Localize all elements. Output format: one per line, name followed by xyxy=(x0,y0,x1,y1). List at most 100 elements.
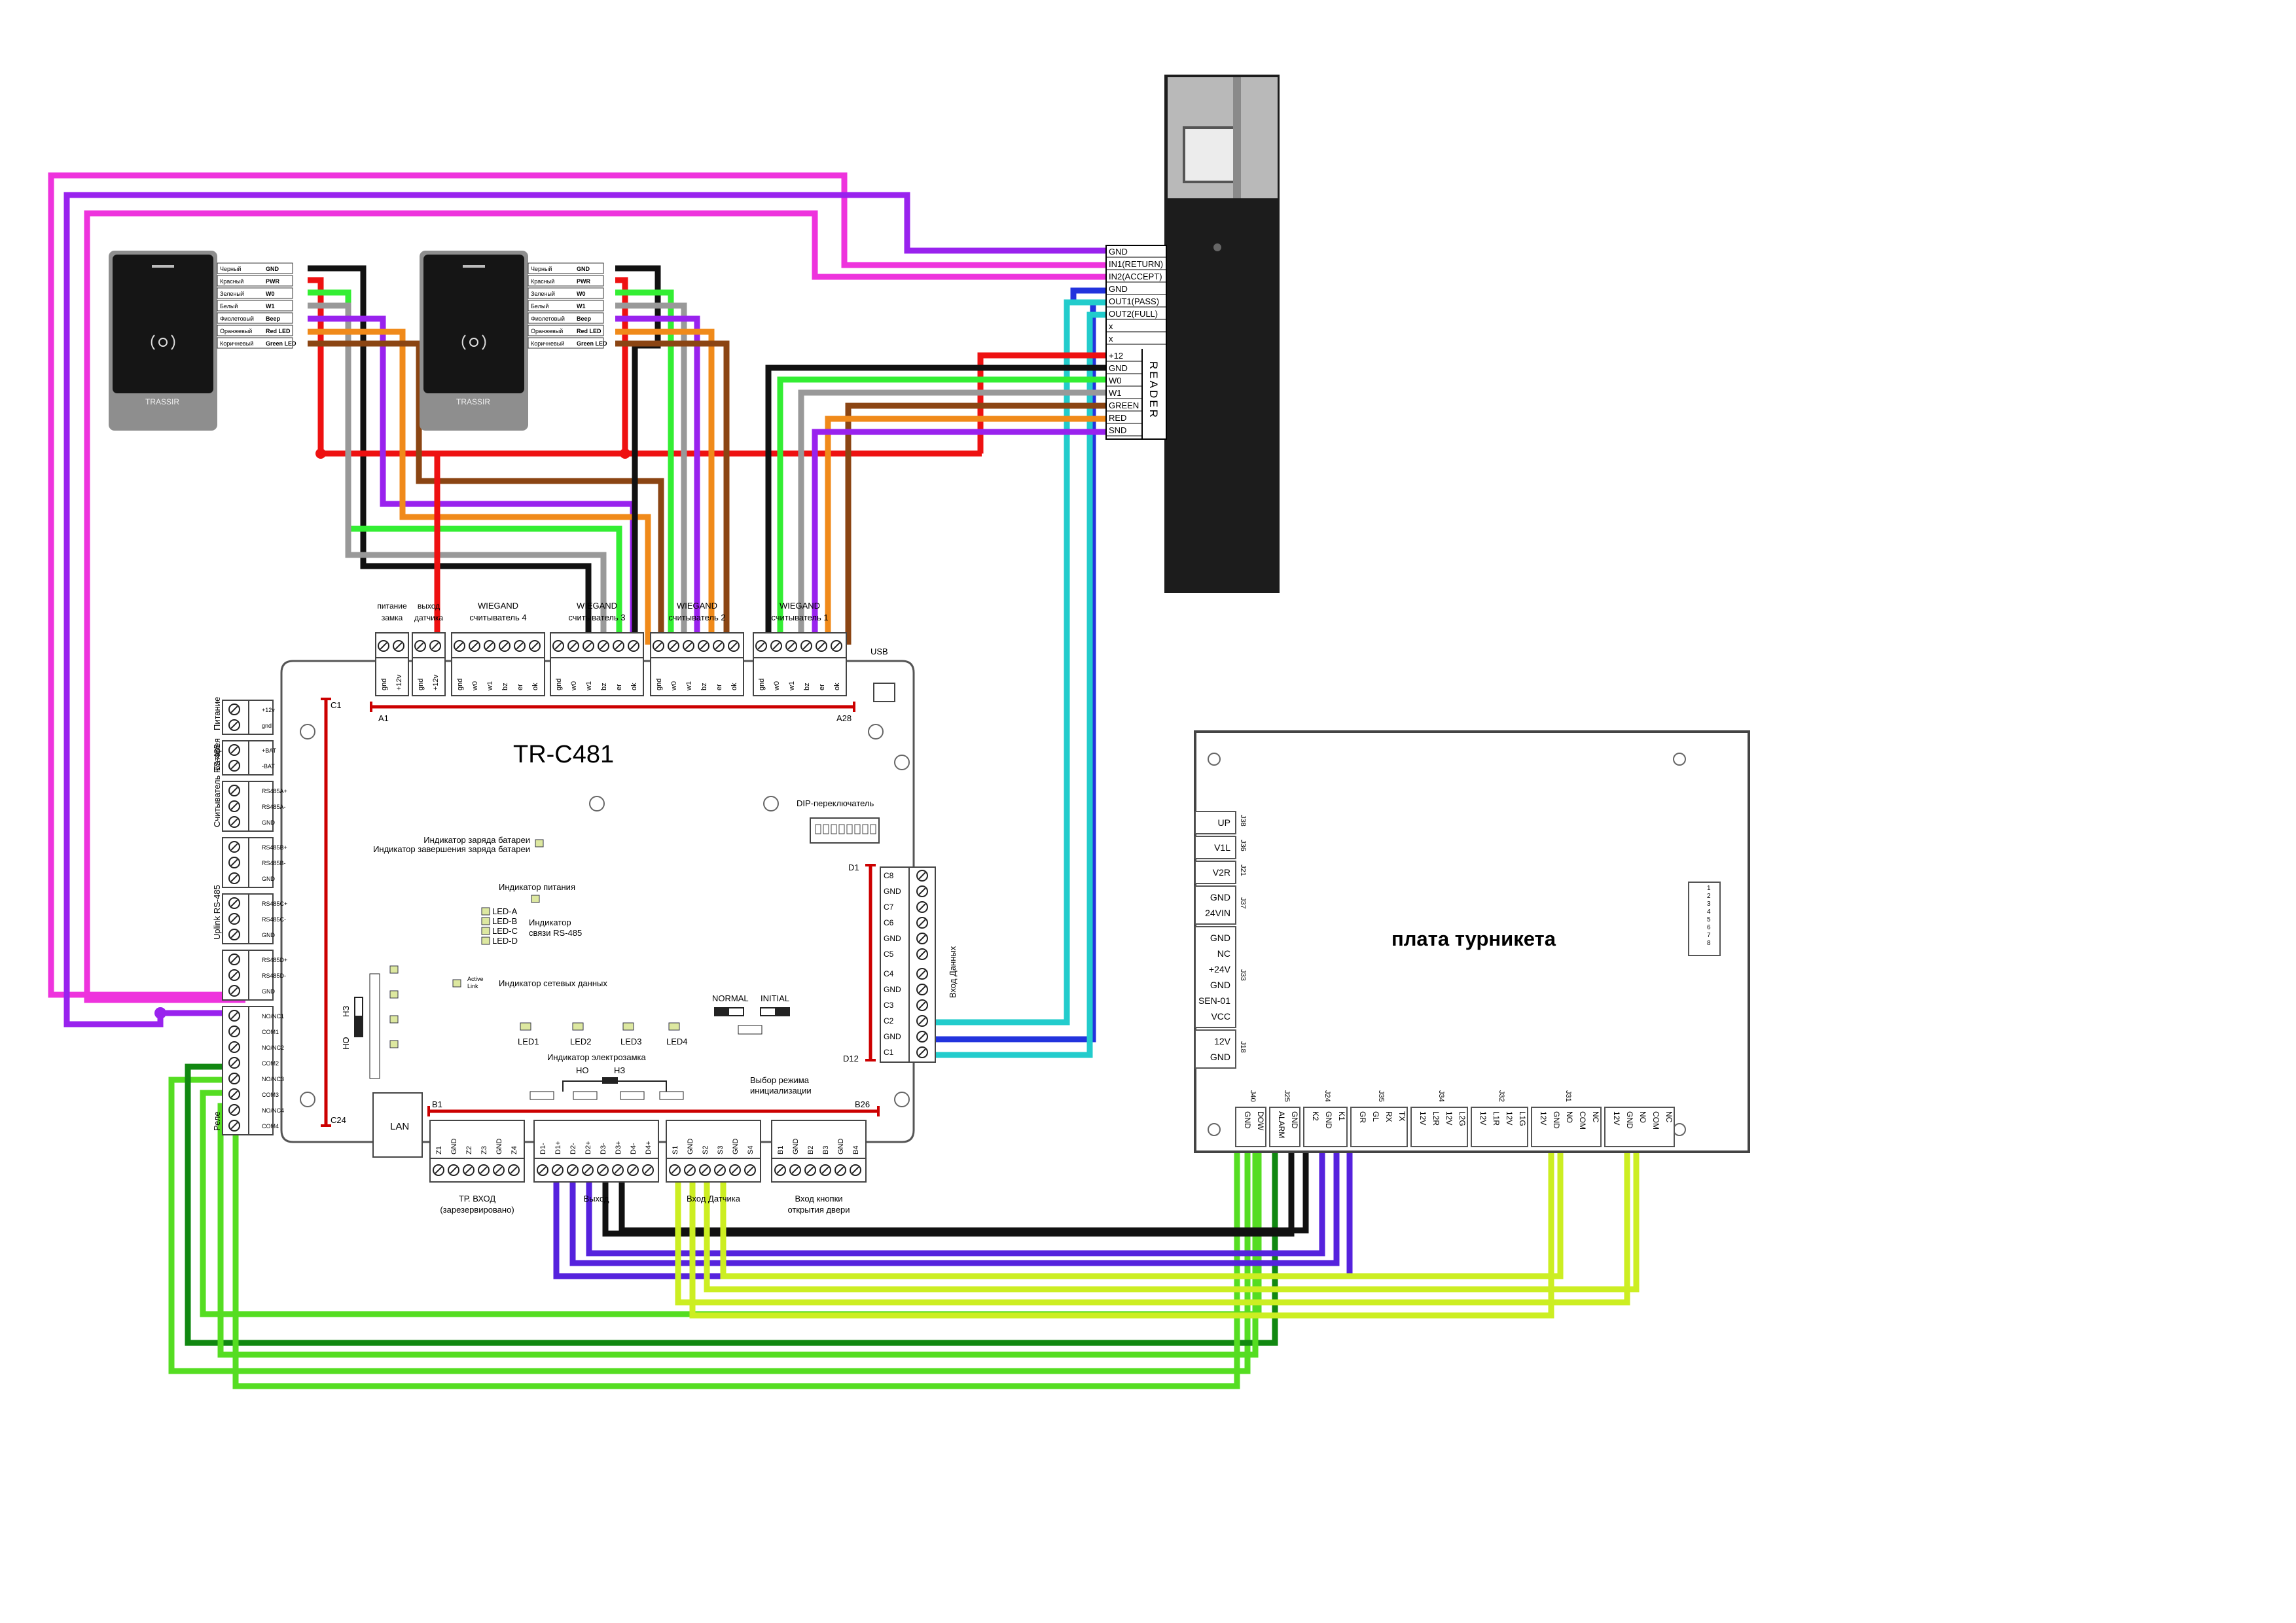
screw-slot xyxy=(629,1166,637,1174)
terminal-pin-label: Z1 xyxy=(435,1146,443,1154)
terminal-pin-label: bz xyxy=(600,683,608,690)
wire-label-box xyxy=(528,312,604,324)
reader-pin-label: IN1(RETURN) xyxy=(1109,259,1163,269)
terminal-pin-label: w1 xyxy=(585,681,593,691)
connector-pin-label: NC xyxy=(1591,1111,1600,1123)
reader-pin-label: SND xyxy=(1109,425,1126,435)
jumper xyxy=(620,1091,645,1100)
screw-terminal xyxy=(834,1164,846,1176)
terminal-pin-label: gnd xyxy=(417,679,425,690)
controller-model: TR-C481 xyxy=(513,741,614,768)
screw-slot xyxy=(918,970,926,978)
wire-color-label: Красный xyxy=(531,278,554,285)
indicator-label: инициализации xyxy=(750,1086,812,1096)
wire-color-label: Оранжевый xyxy=(531,328,563,334)
screw-slot xyxy=(700,642,708,650)
lock-led xyxy=(622,1022,634,1031)
connector-pin-label: 24VIN xyxy=(1205,908,1230,918)
range-label: C1 xyxy=(331,700,342,710)
terminal-group-title: Реле xyxy=(212,1111,222,1131)
terminal-label-strip xyxy=(245,700,274,735)
screw-slot xyxy=(416,642,424,650)
indicator-label: LED3 xyxy=(620,1037,642,1046)
screw-slot xyxy=(539,1166,547,1174)
screw-slot xyxy=(230,1012,238,1020)
card-reader-led xyxy=(152,265,174,268)
terminal-pin-label: gnd xyxy=(456,679,464,690)
screw-terminal xyxy=(684,1164,696,1176)
terminal-pin-label: NO/NC1 xyxy=(262,1013,284,1020)
screw-terminal xyxy=(789,1164,801,1176)
relay-led xyxy=(389,965,399,974)
connector-pin-label: +24V xyxy=(1209,964,1231,974)
terminal-pin-label: +12v xyxy=(432,674,440,690)
terminal-pin-label: gnd xyxy=(555,679,563,690)
wire-reader1-gray xyxy=(308,302,607,645)
terminal-pin-label: B3 xyxy=(822,1146,830,1154)
screw-slot xyxy=(772,642,780,650)
terminal-group-title: считыватель 1 xyxy=(771,613,828,622)
connector-pin-label: 12V xyxy=(1539,1111,1548,1125)
terminal-label-strip xyxy=(429,1120,525,1159)
wire-module-w0 xyxy=(777,376,1108,645)
screw-slot xyxy=(230,843,238,851)
screw-slot xyxy=(918,986,926,993)
terminal-pin-label: RS485A- xyxy=(262,804,286,810)
terminal-pin-label: GND xyxy=(732,1139,740,1155)
indicator-label: НО xyxy=(576,1065,589,1075)
rs485-led xyxy=(481,927,490,935)
connector-id: J21 xyxy=(1239,865,1247,876)
terminal-pin-label: GND xyxy=(884,887,901,896)
terminal-group-title: Вход кнопки xyxy=(795,1194,842,1204)
terminal-label-strip xyxy=(412,657,446,696)
connector-pin-label: GL xyxy=(1371,1111,1380,1122)
screw-terminal xyxy=(916,885,928,897)
screw-slot xyxy=(685,642,692,650)
terminal-pin-label: w1 xyxy=(486,681,494,691)
card-reader-brand: TRASSIR xyxy=(456,397,490,406)
wire-reader2-red xyxy=(615,277,628,454)
wire-out-indigo3 xyxy=(586,1147,1325,1257)
screw-slot xyxy=(230,787,238,794)
reader-pin-label: x xyxy=(1109,321,1113,331)
terminal-pin-label: Z3 xyxy=(480,1146,488,1154)
screw-terminal xyxy=(484,640,495,652)
connector-pin-label: TX xyxy=(1397,1111,1407,1121)
terminal-pin-label: D2+ xyxy=(584,1141,592,1155)
screw-terminal xyxy=(627,1164,639,1176)
screw-terminal xyxy=(916,984,928,995)
terminal-pin-label: COM3 xyxy=(262,1092,279,1098)
screw-terminal xyxy=(228,841,240,853)
terminal-label-strip xyxy=(753,657,847,696)
connector-id: J37 xyxy=(1239,897,1247,909)
connector-pin-label: 12V xyxy=(1418,1111,1427,1125)
wire-signal-label: Green LED xyxy=(577,340,607,347)
connector-pin-label: GND xyxy=(1324,1111,1333,1129)
dip-label: DIP-переключатель xyxy=(797,798,874,808)
indicator-label: Индикатор сетевых данных xyxy=(499,978,607,988)
relay-led xyxy=(389,1015,399,1024)
connector-pin-label: 6 xyxy=(1707,924,1711,931)
terminal-label-strip xyxy=(550,657,644,696)
card-reader-brand: TRASSIR xyxy=(145,397,179,406)
screw-slot xyxy=(569,1166,577,1174)
screw-slot xyxy=(471,642,478,650)
terminal-pin-label: bz xyxy=(700,683,708,690)
rfid-wave xyxy=(461,334,466,350)
screw-slot xyxy=(230,1027,238,1035)
wire-label-box xyxy=(217,325,293,336)
connector-pin-label: 8 xyxy=(1707,940,1711,947)
screw-slot xyxy=(480,1166,488,1174)
screw-slot xyxy=(230,1090,238,1098)
terminal-pin-label: B2 xyxy=(807,1146,815,1154)
terminal-pin-label: GND xyxy=(262,988,276,995)
screw-terminal xyxy=(537,1164,548,1176)
wire-signal-label: W0 xyxy=(577,291,586,297)
terminal-label-strip xyxy=(245,837,274,888)
rfid-icon xyxy=(461,334,486,350)
screw-terminal xyxy=(612,1164,624,1176)
